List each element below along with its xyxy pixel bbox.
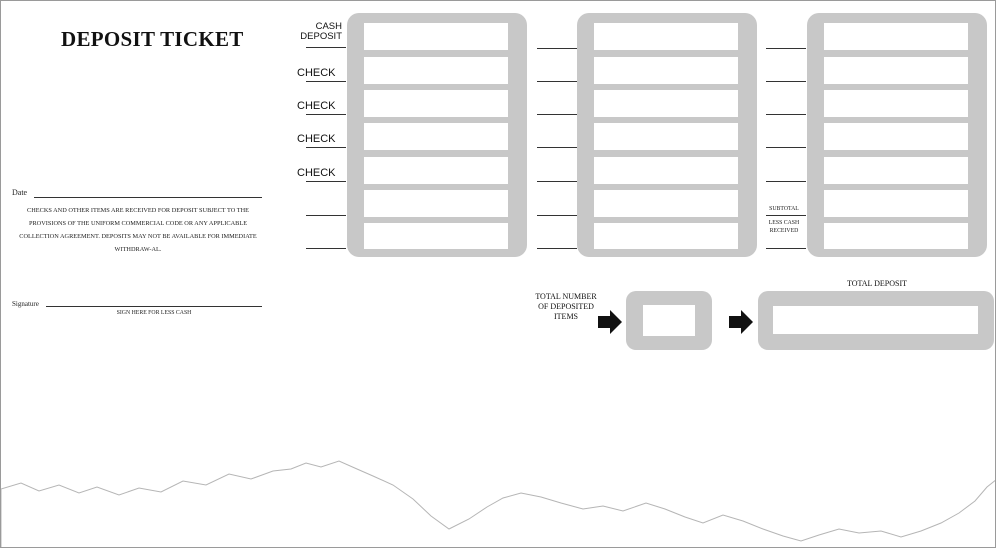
- subtotal-cell[interactable]: [824, 190, 968, 217]
- page-title: DEPOSIT TICKET: [61, 27, 244, 51]
- check-label: CHECK: [297, 67, 336, 79]
- amount-cell[interactable]: [594, 23, 738, 50]
- amount-cell[interactable]: [594, 57, 738, 84]
- row-line: [306, 47, 346, 48]
- row-line: [306, 81, 346, 82]
- amount-cell[interactable]: [594, 223, 738, 249]
- total-items-box: [626, 291, 712, 350]
- less-cash-cell[interactable]: [824, 223, 968, 249]
- row-line: [537, 248, 577, 249]
- amount-cell[interactable]: [364, 90, 508, 117]
- amount-cell[interactable]: [594, 157, 738, 184]
- arrow-right-icon: [729, 310, 753, 334]
- signature-field[interactable]: [46, 306, 262, 307]
- total-deposit-box: [758, 291, 994, 350]
- amount-cell[interactable]: [364, 23, 508, 50]
- total-items-label: TOTAL NUMBER OF DEPOSITED ITEMS: [535, 292, 597, 321]
- amount-cell[interactable]: [824, 90, 968, 117]
- row-line: [306, 114, 346, 115]
- row-line: [306, 147, 346, 148]
- amount-cell[interactable]: [824, 123, 968, 150]
- subtotal-label: SUBTOTAL: [769, 206, 799, 212]
- amount-cell[interactable]: [364, 190, 508, 217]
- cash-label-line2: DEPOSIT: [300, 31, 342, 42]
- entry-column-2: [577, 13, 757, 257]
- row-line: [766, 114, 806, 115]
- amount-cell[interactable]: [364, 57, 508, 84]
- amount-cell[interactable]: [364, 123, 508, 150]
- check-label: CHECK: [297, 167, 336, 179]
- row-line: [537, 81, 577, 82]
- date-field[interactable]: [34, 197, 262, 198]
- row-line: [306, 181, 346, 182]
- signature-label: Signature: [12, 300, 39, 308]
- row-line: [537, 147, 577, 148]
- row-line: [766, 48, 806, 49]
- arrow-right-icon: [598, 310, 622, 334]
- check-label: CHECK: [297, 133, 336, 145]
- row-line: [306, 215, 346, 216]
- amount-cell[interactable]: [364, 223, 508, 249]
- row-line: [537, 181, 577, 182]
- signature-note: SIGN HERE FOR LESS CASH: [116, 310, 192, 316]
- amount-cell[interactable]: [824, 23, 968, 50]
- less-cash-label: LESS CASH RECEIVED: [768, 220, 800, 234]
- amount-cell[interactable]: [824, 57, 968, 84]
- row-line: [766, 215, 806, 216]
- cash-label-line1: CASH: [315, 21, 342, 32]
- date-label: Date: [12, 188, 28, 197]
- entry-column-1: [347, 13, 527, 257]
- disclaimer-text: CHECKS AND OTHER ITEMS ARE RECEIVED FOR …: [19, 207, 257, 253]
- amount-cell[interactable]: [594, 123, 738, 150]
- row-line: [766, 81, 806, 82]
- amount-cell[interactable]: [824, 157, 968, 184]
- total-deposit-label: TOTAL DEPOSIT: [846, 279, 908, 288]
- check-label: CHECK: [297, 100, 336, 112]
- total-deposit-field[interactable]: [773, 306, 978, 334]
- row-line: [306, 248, 346, 249]
- row-line: [766, 147, 806, 148]
- row-line: [766, 248, 806, 249]
- amount-cell[interactable]: [594, 90, 738, 117]
- amount-cell[interactable]: [594, 190, 738, 217]
- row-line: [537, 114, 577, 115]
- row-line: [537, 48, 577, 49]
- total-items-field[interactable]: [643, 305, 695, 336]
- torn-edge: [1, 460, 995, 547]
- row-line: [766, 181, 806, 182]
- entry-column-3: [807, 13, 987, 257]
- cash-deposit-label: CASH DEPOSIT: [294, 22, 342, 42]
- amount-cell[interactable]: [364, 157, 508, 184]
- row-line: [537, 215, 577, 216]
